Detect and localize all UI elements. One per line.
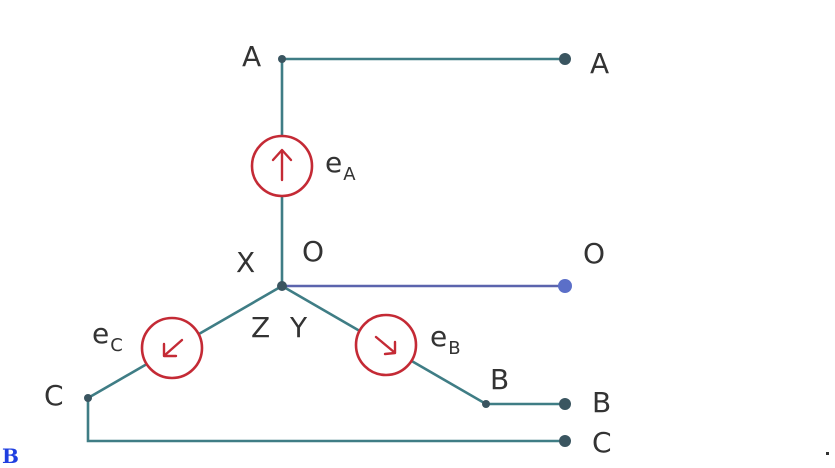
arrow-down-left-icon — [162, 338, 184, 358]
label-node-z: Z — [251, 311, 270, 344]
label-terminal-a: A — [590, 47, 609, 80]
terminal-b — [559, 398, 571, 410]
label-source-ec: eC — [92, 317, 123, 356]
label-node-a: A — [242, 40, 261, 73]
node-c-start — [84, 394, 92, 402]
label-source-eb: eB — [430, 320, 461, 359]
corner-text: B — [2, 444, 19, 468]
label-neutral: O — [302, 235, 324, 268]
label-node-c: C — [44, 379, 64, 412]
source-ec — [140, 316, 204, 380]
arrow-up-icon — [271, 148, 293, 182]
neutral-node — [277, 281, 287, 291]
corner-dot — [826, 452, 829, 455]
arrow-down-right-icon — [374, 335, 397, 356]
terminal-o — [558, 279, 572, 293]
terminal-a — [559, 53, 571, 65]
phase-b-wire — [280, 284, 567, 406]
label-terminal-b: B — [592, 386, 611, 419]
label-node-y: Y — [289, 311, 308, 344]
source-eb — [354, 313, 418, 377]
node-a-start — [278, 55, 286, 63]
terminal-c — [559, 435, 571, 447]
label-source-ea: eA — [325, 146, 356, 185]
source-ea — [250, 134, 314, 198]
label-terminal-o: O — [583, 237, 605, 270]
label-terminal-c: C — [592, 426, 612, 459]
node-b-start — [482, 400, 490, 408]
label-node-x: X — [236, 246, 255, 279]
label-node-b: B — [490, 363, 509, 396]
